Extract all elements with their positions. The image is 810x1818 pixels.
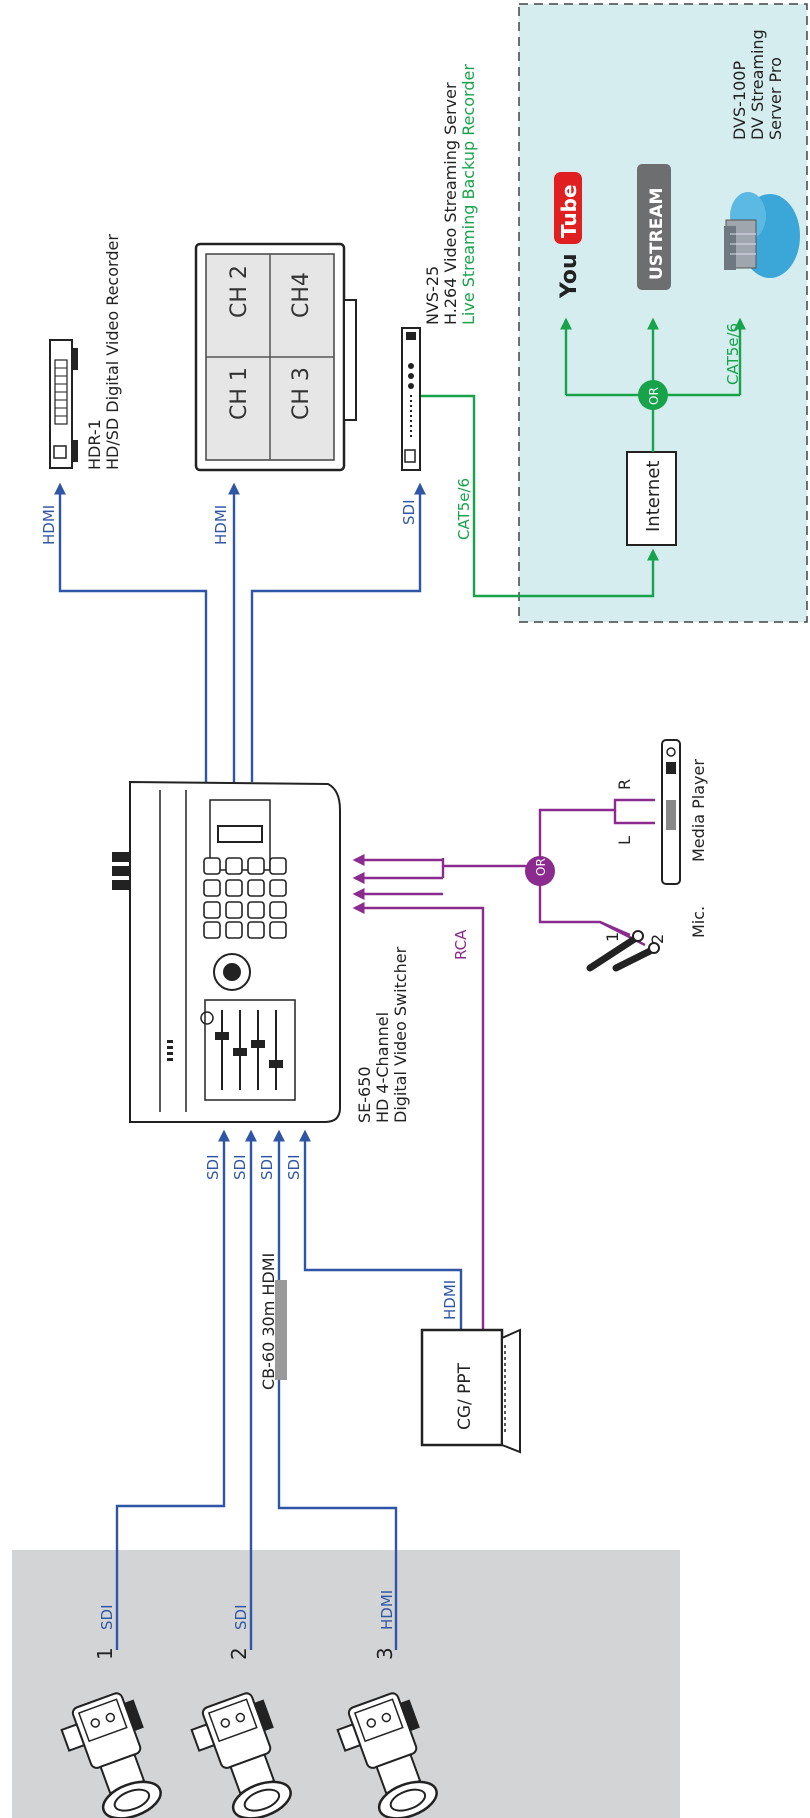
switcher-button: [203, 857, 221, 875]
audio-or-label: OR: [534, 858, 548, 876]
streamer-note-label: Live Streaming Backup Recorder: [459, 64, 478, 325]
nvs25-streamer: [401, 327, 421, 471]
monitor-ch4-label: CH4: [289, 272, 314, 318]
sdi-input-4-label: SDI: [285, 1155, 303, 1181]
mic-1-cable: [538, 871, 631, 937]
dvs-line2-label: DV Streaming: [748, 29, 767, 140]
camera-2-number: 2: [227, 1647, 251, 1660]
mic-1-number: 1: [603, 932, 622, 942]
camera-1-number: 1: [93, 1647, 117, 1660]
switcher-button: [247, 901, 265, 919]
mic-2-number: 2: [648, 934, 667, 944]
sdi-input-3-label: SDI: [258, 1155, 276, 1181]
network-or-label: OR: [647, 387, 661, 405]
streamer-model-label: NVS-25: [423, 266, 442, 325]
cat-network-cable: [420, 394, 659, 598]
switcher-button: [203, 921, 221, 939]
camera-1-port-label: SDI: [98, 1605, 116, 1631]
switcher-button: [225, 879, 243, 897]
cb60-cable-label: CB-60 30m HDMI: [259, 1253, 278, 1390]
hdmi-recorder-label: HDMI: [40, 505, 58, 545]
svg-text:USTREAM: USTREAM: [647, 188, 667, 280]
hdmi-laptop-cable: [299, 1129, 463, 1330]
svg-text:You: You: [557, 253, 582, 299]
camera-2-port-label: SDI: [232, 1605, 250, 1631]
switcher-button: [225, 857, 243, 875]
recorder-model-label: HDR-1: [85, 419, 104, 470]
microphone-1: [586, 930, 644, 972]
hdmi-recorder-cable: [54, 482, 208, 782]
youtube-logo: You Tube: [554, 172, 582, 299]
monitor-ch1-label: CH 1: [227, 367, 252, 420]
cb60-cable-connector: [275, 1280, 287, 1380]
audio-l-label: L: [615, 836, 634, 845]
switcher-button: [203, 901, 221, 919]
sdi-input-1-label: SDI: [204, 1155, 222, 1181]
sdi-input-1-cable: [115, 1129, 230, 1650]
media-player-label: Media Player: [689, 759, 708, 862]
network-or-node: [638, 380, 668, 410]
svg-text:Tube: Tube: [557, 184, 581, 238]
mic-label: Mic.: [689, 906, 708, 938]
camera-3-number: 3: [373, 1647, 397, 1660]
switcher-model-label: SE-650: [355, 1066, 374, 1123]
switcher-button: [247, 921, 265, 939]
cat-output-label: CAT5e/6: [455, 478, 473, 540]
rca-label: RCA: [452, 929, 470, 960]
switcher-button: [247, 879, 265, 897]
streamer-desc-label: H.264 Video Streaming Server: [441, 82, 460, 325]
cat-dvs-label: CAT5e/6: [724, 323, 742, 385]
ustream-logo: USTREAM: [637, 164, 671, 290]
switcher-button: [269, 921, 287, 939]
hdr1-recorder: [49, 339, 78, 469]
sdi-streamer-label: SDI: [400, 500, 418, 526]
media-player-l-cable: [538, 798, 655, 871]
internet-label: Internet: [643, 461, 664, 532]
internet-box: [626, 451, 677, 546]
microphone-2: [612, 942, 660, 972]
sdi-streamer-cable: [250, 482, 426, 782]
hdmi-monitor-label: HDMI: [212, 505, 230, 545]
switcher-button: [225, 901, 243, 919]
monitor-ch3-label: CH 3: [289, 367, 314, 420]
media-player-r-cable: [613, 810, 655, 825]
audio-r-label: R: [615, 779, 634, 790]
switcher-button: [269, 879, 287, 897]
media-player: [661, 739, 681, 885]
switcher-button: [247, 857, 265, 875]
monitor-ch2-label: CH 2: [227, 265, 252, 318]
laptop-hdmi-label: HDMI: [441, 1280, 459, 1320]
switcher-button: [225, 921, 243, 939]
dvs100p-server: [724, 192, 800, 278]
dvs-model-label: DVS-100P: [730, 61, 749, 140]
laptop-label: CG/ PPT: [455, 1362, 475, 1430]
audio-or-node: [525, 856, 555, 886]
switcher-button-grid: [203, 857, 287, 939]
dvs-line3-label: Server Pro: [766, 57, 785, 140]
sdi-input-2-label: SDI: [231, 1155, 249, 1181]
switcher-button: [269, 857, 287, 875]
switcher-button: [269, 901, 287, 919]
recorder-desc-label: HD/SD Digital Video Recorder: [103, 234, 122, 470]
switcher-desc-label: Digital Video Switcher: [391, 946, 410, 1123]
se650-switcher: [112, 780, 341, 1123]
rca-laptop-cable: [352, 902, 485, 1330]
switcher-button: [203, 879, 221, 897]
laptop-cg-ppt: [420, 1328, 521, 1454]
camera-3-port-label: HDMI: [378, 1590, 396, 1630]
quad-monitor: [194, 242, 357, 472]
switcher-channel-label: HD 4-Channel: [373, 1012, 392, 1123]
